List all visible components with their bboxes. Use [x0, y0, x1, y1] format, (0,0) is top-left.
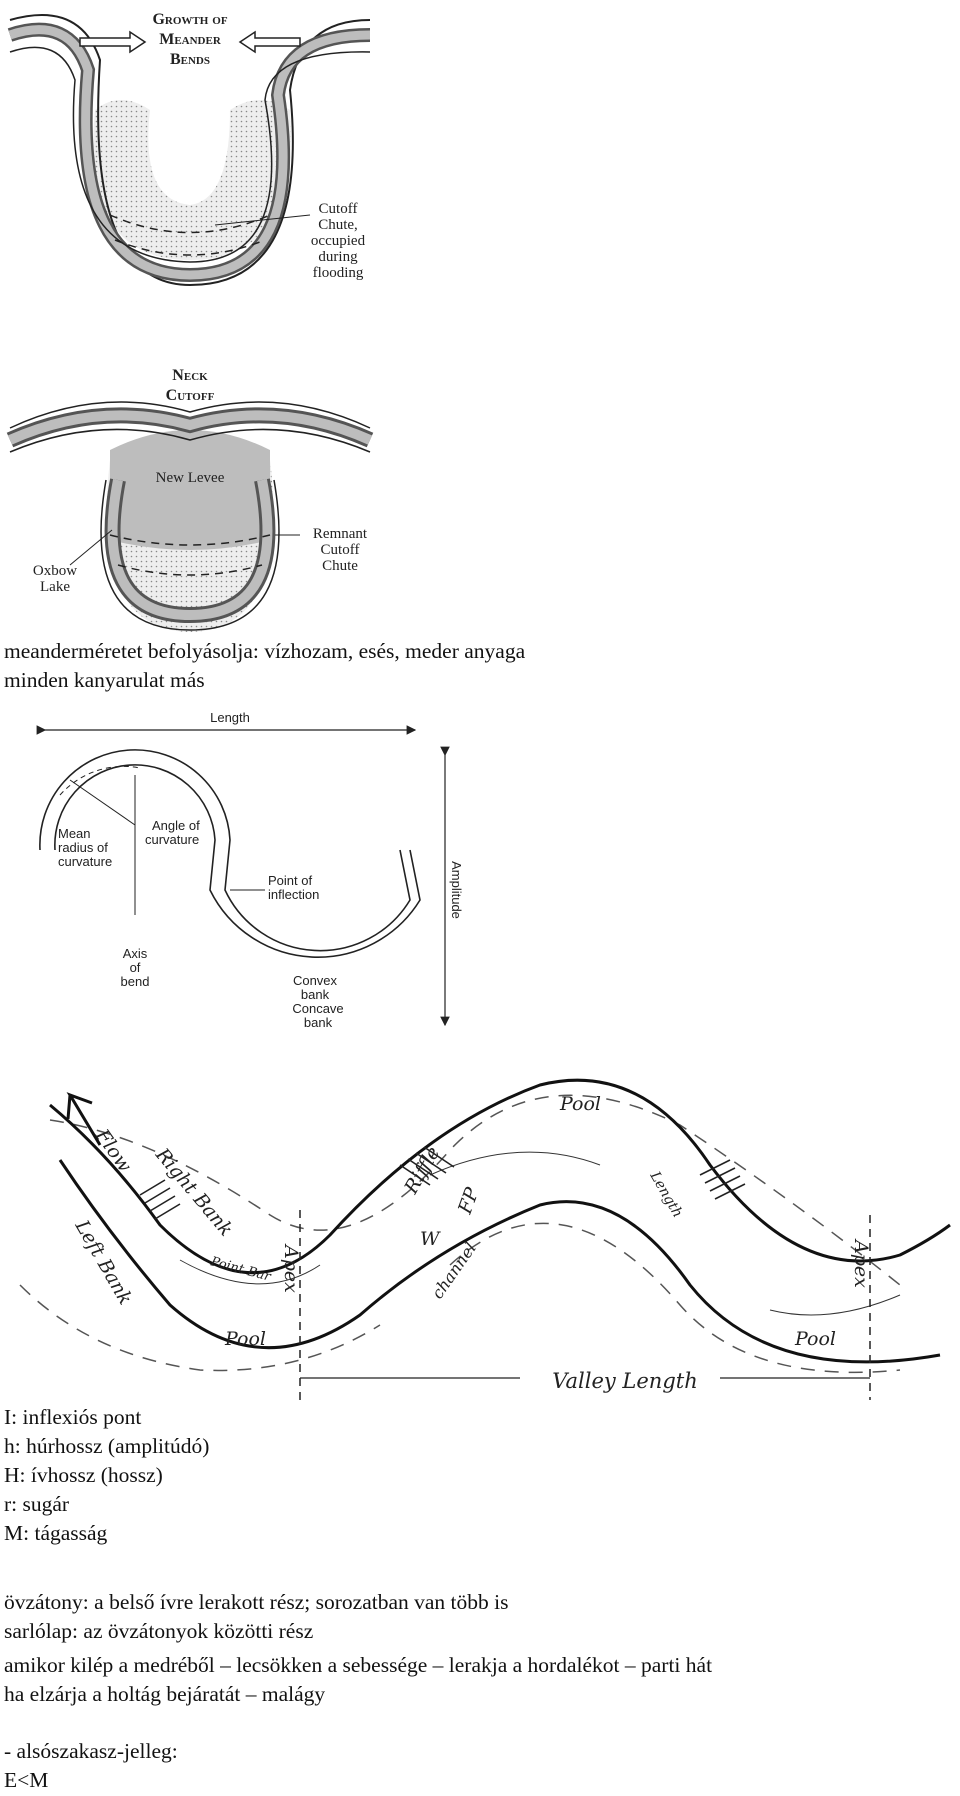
concave-label-2: bank	[304, 1015, 333, 1030]
axis-label-1: Axis	[123, 946, 148, 961]
cutoff-label-5: flooding	[313, 265, 364, 281]
oxbow-label-1: Oxbow	[33, 563, 77, 579]
fig2-title-1: Neck	[172, 367, 208, 384]
arrow-right-icon	[238, 30, 301, 54]
definition-item: I: inflexiós pont	[4, 1405, 142, 1429]
remnant-label-1: Remnant	[313, 526, 368, 542]
definition-item: M: tágasság	[4, 1521, 108, 1545]
convex-label-2: bank	[301, 987, 330, 1002]
definition-item: H: ívhossz (hossz)	[4, 1463, 163, 1487]
floodplain-stipple	[93, 100, 291, 260]
amplitude-label: Amplitude	[449, 861, 464, 919]
figure-meander-growth: Growth of Meander Bends Cutoff Chute, oc…	[0, 0, 380, 300]
paragraph-3-line-2: E<M	[4, 1768, 49, 1792]
paragraph-1-line-2: sarlólap: az övzátonyok közötti rész	[4, 1619, 314, 1643]
paragraph-3: - alsószakasz-jelleg: E<M	[4, 1737, 178, 1795]
definition-item: r: sugár	[4, 1492, 70, 1516]
inflection-label-1: Point of	[268, 873, 312, 888]
intro-line-2: minden kanyarulat más	[4, 668, 205, 692]
cutoff-label-3: occupied	[311, 233, 366, 249]
valley-length-label: Valley Length	[552, 1369, 697, 1393]
w-label: W	[420, 1228, 441, 1250]
intro-text: meanderméretet befolyásolja: vízhozam, e…	[4, 637, 525, 695]
length-label: Length	[210, 710, 250, 725]
axis-label-3: bend	[121, 974, 150, 989]
angle-label-1: Angle of	[152, 818, 200, 833]
cutoff-label-2: Chute,	[318, 217, 358, 233]
angle-label-2: curvature	[145, 832, 199, 847]
cutoff-label-4: during	[318, 249, 358, 265]
length-hand-label: Length	[646, 1168, 685, 1220]
pool-label-left: Pool	[224, 1328, 266, 1350]
definition-item: h: húrhossz (amplitúdó)	[4, 1434, 210, 1458]
cutoff-label-1: Cutoff	[319, 201, 358, 217]
pool-label-top: Pool	[559, 1093, 601, 1115]
paragraph-1: övzátony: a belső ívre lerakott rész; so…	[4, 1588, 509, 1646]
paragraph-2-line-2: ha elzárja a holtág bejáratát – malágy	[4, 1682, 326, 1706]
figure-hand-drawn-meander: Pool Pool Pool Flow Right Bank Left Bank…	[0, 1055, 960, 1415]
fig2-title-2: Cutoff	[166, 387, 215, 404]
pool-label-right: Pool	[794, 1328, 836, 1350]
fig1-title-3: Bends	[170, 51, 210, 68]
axis-label-2: of	[130, 960, 141, 975]
mean-radius-1: Mean	[58, 826, 91, 841]
point-bar-label: Point Bar	[208, 1254, 273, 1285]
remnant-label-2: Cutoff	[321, 542, 360, 558]
concave-label-1: Concave	[292, 1001, 343, 1016]
fig1-title-2: Meander	[159, 31, 222, 48]
arrow-left-icon	[79, 30, 147, 54]
paragraph-3-line-1: - alsószakasz-jelleg:	[4, 1739, 178, 1763]
figure-meander-geometry: Length Amplitude Mean radius of curvatur…	[0, 700, 480, 1030]
mean-radius-3: curvature	[58, 854, 112, 869]
fig1-title-1: Growth of	[152, 11, 227, 28]
paragraph-2: amikor kilép a medréből – lecsökken a se…	[4, 1651, 712, 1709]
remnant-label-3: Chute	[322, 558, 358, 574]
left-bank-label: Left Bank	[70, 1216, 136, 1309]
apex-label-right: Apex	[850, 1238, 872, 1288]
convex-label-1: Convex	[293, 973, 338, 988]
inflection-label-2: inflection	[268, 887, 319, 902]
fp-label: FP	[454, 1184, 484, 1218]
mean-radius-2: radius of	[58, 840, 108, 855]
figure-neck-cutoff: Neck Cutoff New Levee Oxbow Lake Remnant…	[0, 350, 380, 640]
definitions-list: I: inflexiós pont h: húrhossz (amplitúdó…	[4, 1403, 209, 1548]
paragraph-1-line-1: övzátony: a belső ívre lerakott rész; so…	[4, 1590, 509, 1614]
paragraph-2-line-1: amikor kilép a medréből – lecsökken a se…	[4, 1653, 713, 1677]
riffle-label: Riffle	[400, 1143, 445, 1198]
oxbow-label-2: Lake	[40, 579, 70, 595]
new-levee-label: New Levee	[156, 470, 225, 486]
intro-line-1: meanderméretet befolyásolja: vízhozam, e…	[4, 639, 526, 663]
apex-label-left: Apex	[280, 1243, 302, 1293]
